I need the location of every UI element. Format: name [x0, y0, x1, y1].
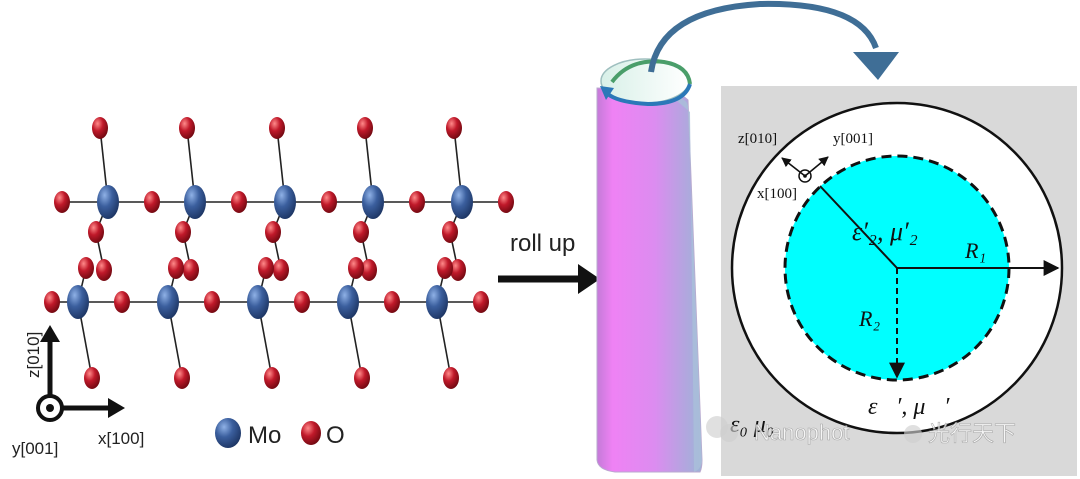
mo-atom	[67, 285, 89, 319]
o-atom	[258, 257, 274, 279]
curved-arrow-head	[853, 52, 899, 80]
o-atom	[168, 257, 184, 279]
inner-radius-label: R₂	[858, 306, 880, 331]
o-atom	[265, 221, 281, 243]
mo-atom	[184, 185, 206, 219]
mo-atom	[337, 285, 359, 319]
cs-axis-z-arrow	[781, 157, 806, 177]
mo-atom	[362, 185, 384, 219]
o-atom	[88, 221, 104, 243]
o-atom	[183, 259, 199, 281]
bond-lines	[50, 127, 510, 379]
o-atom	[473, 291, 489, 313]
shell-permittivity-permeability-label: ε⃗′, μ⃗′	[868, 394, 950, 420]
o-atom	[354, 367, 370, 389]
atoms	[44, 117, 514, 389]
o-atom	[446, 117, 462, 139]
o-atom	[114, 291, 130, 313]
cs-axis-z-label: z[010]	[738, 131, 777, 147]
crystal-structure	[44, 117, 514, 389]
wechat-logo-icon-3	[904, 425, 922, 443]
o-atom	[44, 291, 60, 313]
axis-z-arrowhead	[40, 325, 60, 342]
o-atom	[54, 191, 70, 213]
axis-y-dot	[46, 404, 54, 412]
nanotube	[596, 58, 703, 473]
cs-axis-y-arrow	[804, 156, 829, 177]
legend-o-icon	[301, 421, 321, 445]
cs-axis-x-label: x[100]	[757, 186, 797, 202]
axis-y-label: y[001]	[12, 439, 58, 458]
o-atom	[269, 117, 285, 139]
rotation-arrow-blue-icon	[604, 83, 692, 107]
o-atom	[174, 367, 190, 389]
core-permittivity-permeability-label: ε′₂, μ′₂	[852, 217, 918, 246]
mo-atom	[97, 185, 119, 219]
nanotube-right-face	[670, 95, 702, 472]
o-atom	[78, 257, 94, 279]
o-atom	[84, 367, 100, 389]
o-atom	[92, 117, 108, 139]
roll-up-label: roll up	[510, 230, 575, 257]
legend-mo-label: Mo	[248, 422, 281, 449]
o-atom	[294, 291, 310, 313]
cs-axis-y-label: y[001]	[833, 131, 873, 147]
o-atom	[442, 221, 458, 243]
crystal-axes: z[010] x[100] y[001]	[12, 325, 144, 458]
o-atom	[231, 191, 247, 213]
curved-arrow-shaft	[648, 0, 879, 73]
o-atom	[144, 191, 160, 213]
mo-atom	[247, 285, 269, 319]
o-atom	[96, 259, 112, 281]
cross-section-panel: z[010] y[001] x[100] ε′₂, μ′₂ R₁ R₂ ε⃗′,…	[721, 86, 1077, 476]
axis-x-arrowhead	[108, 398, 125, 418]
rotation-arrow-green-icon	[610, 59, 692, 85]
watermark-text-2: 光行天下	[928, 421, 1016, 446]
wechat-logo-icon-2	[720, 424, 738, 442]
watermark: Nanophot 光行天下	[706, 416, 1016, 446]
o-atom	[450, 259, 466, 281]
rotation-arrow-head-icon	[600, 86, 614, 100]
mo-atom	[157, 285, 179, 319]
legend-o-label: O	[326, 422, 345, 449]
o-atom	[498, 191, 514, 213]
o-atom	[321, 191, 337, 213]
watermark-text: Nanophot	[754, 420, 849, 445]
o-atom	[348, 257, 364, 279]
mo-atom	[274, 185, 296, 219]
o-atom	[353, 221, 369, 243]
outer-radius-label: R₁	[964, 238, 986, 263]
roll-up-arrow: roll up	[498, 230, 600, 294]
o-atom	[443, 367, 459, 389]
mo-atom	[451, 185, 473, 219]
o-atom	[357, 117, 373, 139]
o-atom	[361, 259, 377, 281]
o-atom	[264, 367, 280, 389]
o-atom	[175, 221, 191, 243]
roll-up-arrowhead	[578, 264, 600, 294]
zoom-curved-arrow	[648, 0, 899, 80]
o-atom	[273, 259, 289, 281]
o-atom	[437, 257, 453, 279]
axis-x-label: x[100]	[98, 429, 144, 448]
axis-origin-radius-line	[819, 185, 898, 269]
nanotube-body	[596, 87, 703, 473]
axis-z-label: z[010]	[24, 332, 43, 378]
legend-mo-icon	[215, 418, 241, 448]
atom-legend: Mo O	[215, 418, 345, 449]
mo-atom	[426, 285, 448, 319]
o-atom	[204, 291, 220, 313]
o-atom	[179, 117, 195, 139]
o-atom	[384, 291, 400, 313]
o-atom	[409, 191, 425, 213]
